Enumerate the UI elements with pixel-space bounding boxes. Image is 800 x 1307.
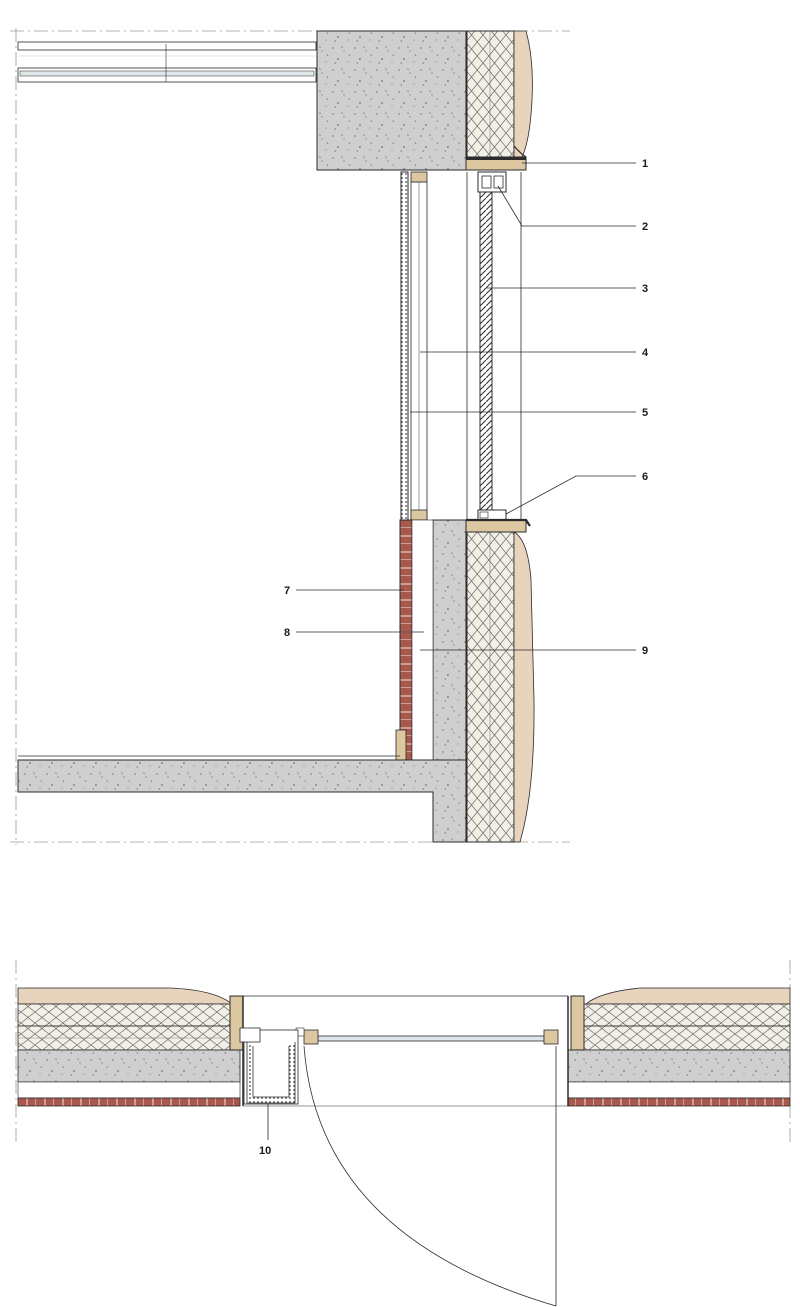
plan-concrete-left bbox=[17, 1049, 241, 1083]
callout-8: 8 bbox=[284, 627, 290, 639]
section-leaders bbox=[296, 162, 636, 651]
plan-brick-left bbox=[17, 1097, 241, 1107]
floor-slab bbox=[17, 759, 467, 843]
frame-head bbox=[477, 171, 507, 193]
inner-lining bbox=[400, 171, 409, 521]
timber-block-upper bbox=[410, 171, 428, 183]
callout-6: 6 bbox=[642, 471, 648, 483]
timber-sill bbox=[465, 519, 527, 533]
outer-sash bbox=[479, 191, 493, 511]
plan-frame-left bbox=[303, 1029, 319, 1045]
plan-render-right bbox=[584, 987, 791, 1005]
plan-brick-right bbox=[567, 1097, 791, 1107]
insulation-lower bbox=[466, 531, 515, 843]
insulation-upper bbox=[466, 30, 515, 158]
plan-concrete-right bbox=[567, 1049, 791, 1083]
concrete-lintel bbox=[316, 30, 467, 171]
base-timber bbox=[395, 729, 407, 761]
callout-10: 10 bbox=[259, 1145, 271, 1157]
callout-4: 4 bbox=[642, 347, 649, 359]
door-swing-arc bbox=[303, 1045, 557, 1307]
plan-cavity-left bbox=[17, 1081, 241, 1099]
cavity bbox=[411, 519, 434, 761]
plan-render-left bbox=[17, 987, 234, 1005]
plan-glass-pane bbox=[317, 1035, 545, 1042]
callout-5: 5 bbox=[642, 407, 648, 419]
timber-block-lower bbox=[410, 509, 428, 521]
render-lower bbox=[513, 531, 535, 843]
callout-9: 9 bbox=[642, 645, 648, 657]
plan-insulation-right-a bbox=[583, 1003, 791, 1027]
section-view: 1 2 3 4 5 6 7 8 9 bbox=[10, 28, 649, 845]
section-callout-labels: 1 2 3 4 5 6 7 8 9 bbox=[284, 158, 649, 657]
plan-insulation-left-a bbox=[17, 1003, 231, 1027]
callout-2: 2 bbox=[642, 221, 648, 233]
plan-insulation-right-b bbox=[583, 1025, 791, 1051]
plan-view: 10 bbox=[15, 960, 791, 1307]
callout-1: 1 bbox=[642, 158, 648, 170]
brick-inner-leaf bbox=[399, 519, 413, 761]
plan-channel-lining bbox=[247, 1044, 295, 1103]
callout-7: 7 bbox=[284, 585, 290, 597]
plan-cavity-right bbox=[567, 1081, 791, 1099]
plan-timber-jamb-right bbox=[570, 995, 585, 1051]
callout-3: 3 bbox=[642, 283, 648, 295]
upper-slab-edge bbox=[17, 41, 317, 83]
render-upper bbox=[513, 30, 533, 158]
plan-frame-right bbox=[543, 1029, 559, 1045]
